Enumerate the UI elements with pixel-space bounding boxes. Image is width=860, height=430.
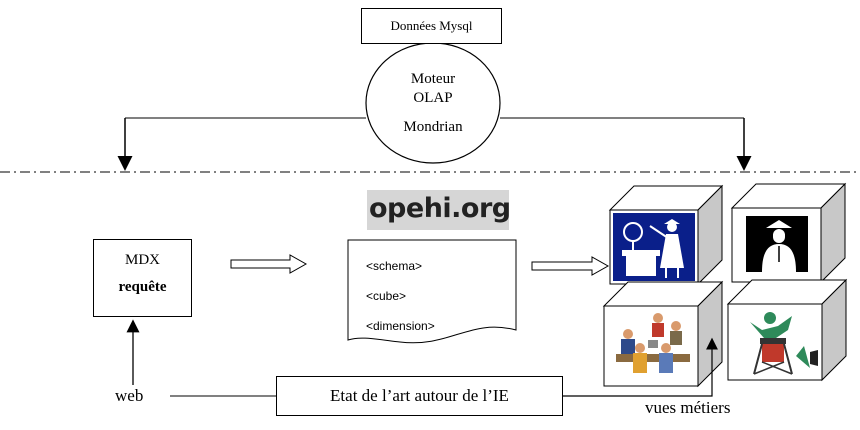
mysql-box-label: Données Mysql [390,18,473,33]
olap-engine-label: Moteur OLAP Mondrian [383,70,483,137]
mdx-box-line2: requête [118,279,167,295]
meeting-icon [616,313,690,373]
ie-to-cubes-connector [562,337,718,397]
teacher-icon [613,213,695,281]
cube-graduate [730,182,847,284]
director-icon [750,312,818,375]
schema-line-schema: <schema> [366,259,423,273]
opehi-logo: opehi.org [369,192,511,226]
schema-to-cubes-arrow [531,256,610,276]
cube-teacher [608,184,724,286]
vues-metiers-label: vues métiers [645,398,731,417]
cube-meeting [602,280,724,388]
schema-line-dimension: <dimension> [366,319,435,333]
web-label: web [115,386,144,405]
ie-box: Etat de l’art autour de l’IE [276,376,563,416]
graduate-icon [746,216,808,272]
olap-engine-line2: OLAP [413,90,453,106]
mdx-to-schema-arrow [230,254,308,274]
olap-engine-line3: Mondrian [403,119,463,135]
ie-box-label: Etat de l’art autour de l’IE [330,386,509,405]
olap-engine-line1: Moteur [410,71,456,87]
mdx-box: MDX requête [93,239,192,317]
schema-line-cube: <cube> [366,289,407,303]
mysql-box: Données Mysql [361,8,502,44]
schema-document [347,239,517,344]
logo-background [367,190,509,230]
opehi-logo-text: opehi.org [369,193,511,224]
mdx-box-line1: MDX [124,252,160,268]
cube-director [726,278,848,382]
schema-document-text: <schema> <cube> <dimension> [366,251,435,341]
